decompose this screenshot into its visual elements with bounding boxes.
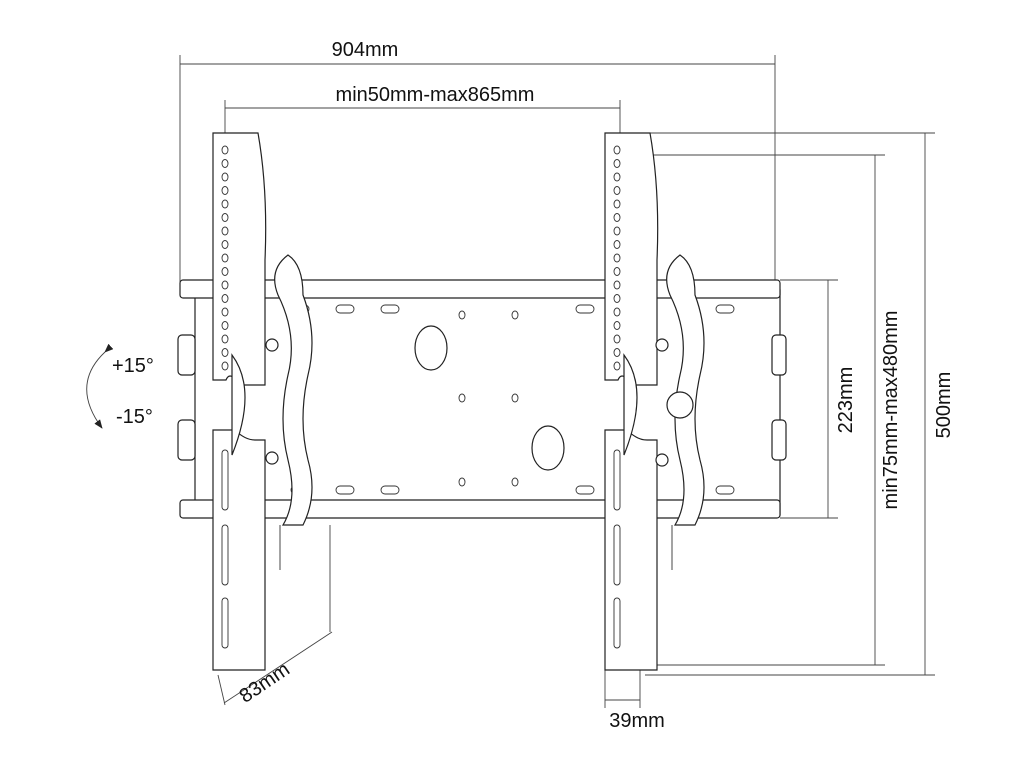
mount-hole: [221, 334, 229, 344]
mount-hole: [613, 199, 621, 209]
mount-hole: [458, 393, 466, 403]
mount-hole: [458, 310, 466, 320]
mount-hole: [613, 172, 621, 182]
mount-hole: [221, 213, 229, 222]
mount-hole: [715, 304, 735, 314]
tilt-arrow-icon: [86, 343, 114, 429]
overall-width-label: 904mm: [332, 39, 399, 61]
mount-hole: [613, 253, 621, 263]
mount-hole: [715, 485, 735, 495]
mount-hole: [221, 280, 229, 290]
mount-hole: [221, 253, 229, 263]
mount-hole: [221, 159, 229, 168]
tilt-knob-icon: [265, 338, 279, 352]
right-arm: [604, 132, 705, 671]
mount-hole: [613, 348, 621, 357]
mount-hole: [221, 524, 229, 586]
dimension-904: 904mm: [179, 39, 776, 285]
mount-hole: [221, 294, 229, 303]
dimension-223: 223mm: [780, 279, 857, 519]
overall-height-label: 500mm: [933, 372, 955, 439]
mount-hole: [221, 145, 229, 155]
mount-hole: [613, 267, 621, 276]
mount-hole: [221, 449, 229, 511]
mount-hole: [613, 334, 621, 344]
locking-knob-icon: [666, 391, 694, 419]
mount-hole: [613, 294, 621, 303]
mount-hole: [335, 485, 355, 495]
tilt-down-label: -15°: [116, 406, 153, 428]
mount-hole: [511, 477, 519, 487]
mount-hole: [511, 393, 519, 403]
vesa-height-label: min75mm-max480mm: [880, 311, 902, 510]
mount-hole: [458, 477, 466, 487]
depth-min-label: 39mm: [609, 710, 665, 732]
mount-hole: [221, 267, 229, 276]
mount-hole: [511, 310, 519, 320]
mount-hole: [613, 213, 621, 222]
mount-hole: [221, 199, 229, 209]
tilt-indicator: +15° -15°: [86, 343, 154, 429]
mount-hole: [613, 597, 621, 649]
mount-hole: [575, 304, 595, 314]
mount-hole: [221, 226, 229, 236]
dimension-vesa-height: min75mm-max480mm: [640, 154, 902, 666]
mount-hole: [613, 240, 621, 249]
tilt-up-label: +15°: [112, 355, 154, 377]
mount-hole: [613, 145, 621, 155]
mount-hole: [221, 240, 229, 249]
mount-hole: [613, 361, 621, 371]
mount-hole: [221, 361, 229, 371]
mount-hole: [613, 321, 621, 330]
mount-hole: [221, 172, 229, 182]
mount-hole: [613, 307, 621, 317]
mount-hole: [221, 597, 229, 649]
mount-hole: [613, 449, 621, 511]
mount-hole: [613, 226, 621, 236]
mount-hole: [575, 485, 595, 495]
mount-hole: [613, 159, 621, 168]
plate-height-label: 223mm: [835, 367, 857, 434]
mount-hole: [613, 524, 621, 586]
mount-hole: [380, 485, 400, 495]
dimension-arm-spacing: min50mm-max865mm: [224, 84, 621, 135]
dimension-500: 500mm: [635, 132, 955, 676]
mount-hole: [613, 186, 621, 195]
mount-hole: [380, 304, 400, 314]
mount-hole: [221, 348, 229, 357]
mount-hole: [335, 304, 355, 314]
mount-hole: [221, 307, 229, 317]
arm-spacing-label: min50mm-max865mm: [336, 84, 535, 106]
mount-hole: [613, 280, 621, 290]
dimension-39: 39mm: [604, 670, 665, 732]
mount-hole: [221, 321, 229, 330]
left-arm: [212, 132, 313, 671]
mount-hole: [221, 186, 229, 195]
